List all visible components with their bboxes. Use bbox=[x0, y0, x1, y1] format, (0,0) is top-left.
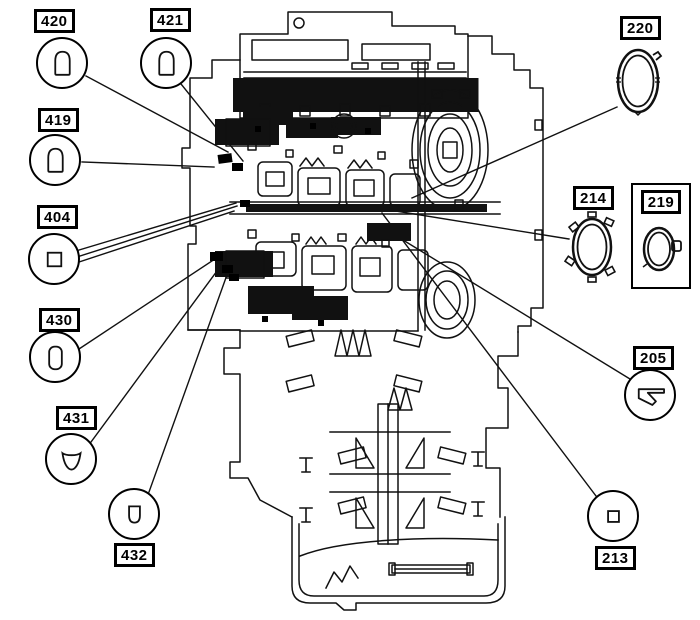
callout-205-circle bbox=[624, 369, 676, 421]
callout-419-circle bbox=[29, 134, 81, 186]
dome-seal-icon bbox=[32, 137, 79, 184]
square-seal-icon bbox=[31, 236, 78, 283]
callout-214-label: 214 bbox=[573, 186, 614, 211]
callout-404-circle bbox=[28, 233, 80, 285]
callout-432-circle bbox=[108, 488, 160, 540]
callout-404-label: 404 bbox=[37, 205, 78, 230]
callout-431-label: 431 bbox=[56, 406, 97, 431]
small-square-seal-icon bbox=[590, 493, 637, 540]
callout-430-circle bbox=[29, 331, 81, 383]
tabbed-seal-ring-icon bbox=[637, 217, 685, 281]
cap-seal-icon bbox=[111, 491, 158, 538]
pill-seal-icon bbox=[32, 334, 79, 381]
callout-420-label: 420 bbox=[34, 9, 75, 34]
notched-seal-ring-icon bbox=[564, 210, 620, 284]
large-gasket-ring-icon bbox=[610, 42, 666, 120]
callout-420-circle bbox=[36, 37, 88, 89]
shield-seal-icon bbox=[48, 436, 95, 483]
callout-431-circle bbox=[45, 433, 97, 485]
lip-seal-icon bbox=[627, 372, 674, 419]
callout-220-label: 220 bbox=[620, 16, 661, 41]
callout-205-label: 205 bbox=[633, 346, 674, 371]
callout-213-label: 213 bbox=[595, 546, 636, 571]
callout-421-label: 421 bbox=[150, 8, 191, 33]
callout-419-label: 419 bbox=[38, 108, 79, 133]
callout-219-enclosure: 219 bbox=[631, 183, 691, 289]
callout-219-label: 219 bbox=[640, 190, 682, 215]
callout-432-label: 432 bbox=[114, 543, 155, 568]
leader-lines bbox=[78, 75, 631, 497]
callout-430-label: 430 bbox=[39, 308, 80, 333]
dome-seal-icon bbox=[143, 40, 190, 87]
dome-seal-icon bbox=[39, 40, 86, 87]
callout-213-circle bbox=[587, 490, 639, 542]
callout-421-circle bbox=[140, 37, 192, 89]
